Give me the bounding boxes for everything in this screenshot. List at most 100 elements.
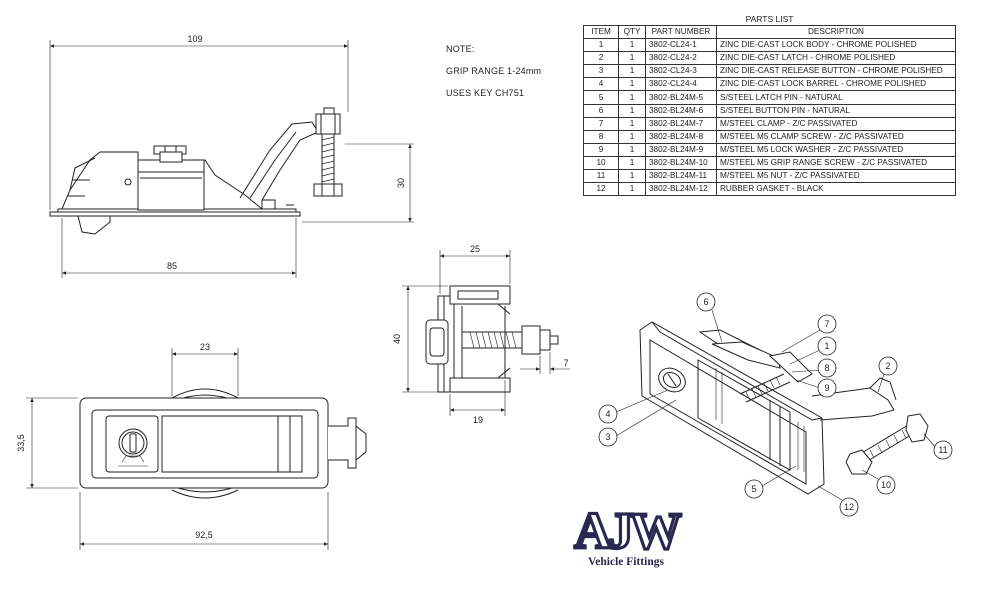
note-heading: NOTE: (446, 44, 475, 54)
parts-list-table: PARTS LIST ITEM QTY PART NUMBER DESCRIPT… (583, 14, 956, 197)
cell-qty: 1 (618, 51, 646, 66)
cell-item: 10 (583, 155, 619, 171)
parts-list-title: PARTS LIST (745, 14, 794, 24)
balloon-2: 2 (878, 356, 898, 376)
cell-qty: 1 (618, 169, 646, 184)
top-view (79, 388, 367, 499)
dim-top-height: 33,5 (16, 434, 26, 452)
cell-qty: 1 (618, 103, 646, 118)
cell-description: ZINC DIE-CAST LOCK BODY - CHROME POLISHE… (716, 38, 956, 53)
balloon-5: 5 (744, 479, 764, 499)
logo-letters: AJW (574, 503, 682, 560)
cell-part-number: 3802-BL24M-11 (645, 169, 717, 184)
cell-description: M/STEEL M5 CLAMP SCREW - Z/C PASSIVATED (716, 129, 956, 144)
cell-description: M/STEEL M5 NUT - Z/C PASSIVATED (716, 169, 956, 184)
cell-description: M/STEEL CLAMP - Z/C PASSIVATED (716, 116, 956, 131)
svg-text:6: 6 (703, 297, 708, 307)
svg-text:5: 5 (751, 484, 756, 494)
parts-list-header: ITEM QTY PART NUMBER DESCRIPTION (583, 24, 956, 40)
cell-description: ZINC DIE-CAST RELEASE BUTTON - CHROME PO… (716, 64, 956, 79)
cell-item: 8 (583, 129, 619, 144)
cell-description: ZINC DIE-CAST LATCH - CHROME POLISHED (716, 51, 956, 66)
dim-side-base: 85 (167, 261, 177, 271)
cell-qty: 1 (618, 64, 646, 79)
cell-item: 9 (583, 142, 619, 157)
dim-top-handle: 23 (200, 342, 210, 352)
cell-item: 7 (583, 116, 619, 131)
svg-text:8: 8 (824, 363, 829, 373)
balloon-9: 9 (817, 378, 837, 398)
cell-description: ZINC DIE-CAST LOCK BARREL - CHROME POLIS… (716, 77, 956, 92)
balloon-8: 8 (817, 358, 837, 378)
header-qty: QTY (618, 24, 646, 40)
cell-description: RUBBER GASKET - BLACK (716, 182, 956, 197)
dim-end-height: 40 (392, 334, 402, 344)
dim-top-width: 92,5 (195, 530, 213, 540)
svg-text:9: 9 (824, 383, 829, 393)
ajw-logo: AJW (573, 501, 685, 561)
balloon-leaders (615, 309, 937, 501)
dim-side-width: 109 (187, 34, 202, 44)
side-view-dimensions (49, 40, 414, 278)
cell-part-number: 3802-BL24M-6 (645, 103, 717, 118)
logo-subtitle: Vehicle Fittings (588, 556, 664, 568)
cell-qty: 1 (618, 142, 646, 157)
cell-part-number: 3802-BL24M-10 (645, 155, 717, 171)
cell-part-number: 3802-CL24-2 (645, 51, 717, 66)
top-view-dimensions (26, 348, 329, 550)
cell-item: 12 (583, 182, 619, 197)
svg-text:3: 3 (605, 432, 610, 442)
svg-text:2: 2 (885, 361, 890, 371)
cell-qty: 1 (618, 38, 646, 53)
cell-item: 5 (583, 90, 619, 105)
dim-end-top: 25 (470, 244, 480, 254)
cell-item: 6 (583, 103, 619, 118)
cell-part-number: 3802-CL24-4 (645, 77, 717, 92)
cell-qty: 1 (618, 116, 646, 131)
cell-qty: 1 (618, 182, 646, 197)
balloon-11: 11 (933, 440, 953, 460)
balloon-3: 3 (598, 427, 618, 447)
header-description: DESCRIPTION (716, 24, 956, 40)
cell-item: 11 (583, 169, 619, 184)
cell-qty: 1 (618, 77, 646, 92)
cell-part-number: 3802-BL24M-5 (645, 90, 717, 105)
dim-end-bottom: 19 (473, 415, 483, 425)
svg-text:10: 10 (881, 480, 891, 490)
svg-text:4: 4 (605, 409, 610, 419)
svg-text:12: 12 (844, 502, 854, 512)
balloon-12: 12 (839, 497, 859, 517)
balloon-6: 6 (696, 292, 716, 312)
dim-end-pin: 7 (563, 358, 568, 368)
cell-item: 4 (583, 77, 619, 92)
balloon-7: 7 (817, 314, 837, 334)
cell-qty: 1 (618, 155, 646, 171)
note-grip-range: GRIP RANGE 1-24mm (446, 66, 542, 76)
end-view-dimensions (402, 250, 570, 416)
cell-qty: 1 (618, 90, 646, 105)
cell-item: 1 (583, 38, 619, 53)
header-part-number: PART NUMBER (645, 24, 717, 40)
cell-description: M/STEEL M5 GRIP RANGE SCREW - Z/C PASSIV… (716, 155, 956, 171)
cell-part-number: 3802-BL24M-8 (645, 129, 717, 144)
isometric-view (639, 321, 929, 495)
svg-text:11: 11 (938, 445, 947, 455)
svg-text:7: 7 (824, 319, 829, 329)
cell-description: M/STEEL M5 LOCK WASHER - Z/C PASSIVATED (716, 142, 956, 157)
cell-part-number: 3802-CL24-1 (645, 38, 717, 53)
dim-side-height: 30 (396, 178, 406, 188)
cell-part-number: 3802-CL24-3 (645, 64, 717, 79)
balloon-4: 4 (598, 404, 618, 424)
